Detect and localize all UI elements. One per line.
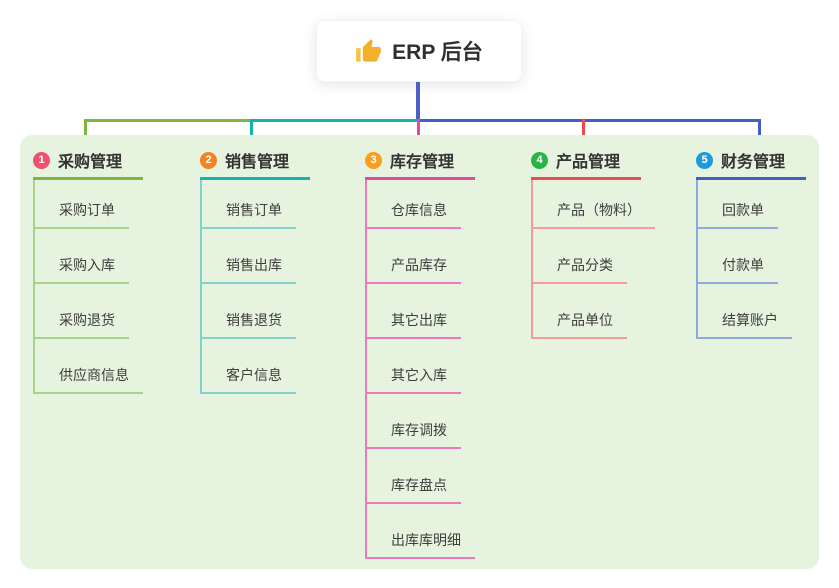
- branch-2: 2 销售管理 销售订单 销售出库 销售退货 客户信息: [200, 143, 310, 394]
- root-label: ERP 后台: [392, 41, 483, 64]
- branch-header[interactable]: 3 库存管理: [365, 143, 475, 180]
- bus-segment-1: [84, 119, 252, 122]
- branch-3: 3 库存管理 仓库信息 产品库存 其它出库 其它入库 库存调拨 库存盘点 出库库…: [365, 143, 475, 559]
- branch-label: 财务管理: [721, 154, 786, 171]
- child-node[interactable]: 回款单: [698, 180, 778, 229]
- child-node-label: 产品单位: [557, 312, 613, 328]
- child-node-label: 销售退货: [226, 312, 282, 328]
- drop-line-3: [417, 119, 420, 144]
- child-node[interactable]: 其它出库: [367, 284, 461, 339]
- child-node[interactable]: 客户信息: [202, 339, 296, 394]
- child-node[interactable]: 销售订单: [202, 180, 296, 229]
- child-node-label: 回款单: [722, 202, 764, 218]
- child-node[interactable]: 产品分类: [533, 229, 627, 284]
- child-node-label: 库存盘点: [391, 477, 447, 493]
- branch-number-badge: 2: [200, 151, 217, 169]
- root-node[interactable]: ERP 后台: [316, 20, 522, 82]
- child-node-label: 客户信息: [226, 367, 282, 383]
- branch-number-badge: 4: [531, 151, 548, 169]
- child-node[interactable]: 采购订单: [35, 180, 129, 229]
- branch-label: 采购管理: [58, 154, 123, 171]
- branch-children: 采购订单 采购入库 采购退货 供应商信息: [33, 180, 143, 394]
- branch-label: 产品管理: [556, 154, 621, 171]
- child-node-label: 产品分类: [557, 257, 613, 273]
- child-node[interactable]: 产品单位: [533, 284, 627, 339]
- branch-label: 库存管理: [390, 154, 455, 171]
- child-node[interactable]: 采购入库: [35, 229, 129, 284]
- child-node-label: 付款单: [722, 257, 764, 273]
- branch-number-badge: 3: [365, 151, 382, 169]
- bus-segment-2: [252, 119, 418, 122]
- child-node[interactable]: 其它入库: [367, 339, 461, 394]
- child-node[interactable]: 结算账户: [698, 284, 792, 339]
- bus-segment-5: [417, 119, 761, 122]
- branch-children: 产品（物料） 产品分类 产品单位: [531, 180, 655, 339]
- branch-children: 回款单 付款单 结算账户: [696, 180, 806, 339]
- child-node-label: 其它出库: [391, 312, 447, 328]
- root-connector-line: [416, 82, 420, 122]
- drop-line-2: [250, 119, 253, 144]
- child-node[interactable]: 出库库明细: [367, 504, 475, 559]
- thumbs-up-icon: [355, 38, 382, 65]
- child-node-label: 其它入库: [391, 367, 447, 383]
- branch-children: 仓库信息 产品库存 其它出库 其它入库 库存调拨 库存盘点 出库库明细: [365, 180, 475, 559]
- branch-label: 销售管理: [225, 154, 290, 171]
- child-node[interactable]: 付款单: [698, 229, 778, 284]
- child-node[interactable]: 供应商信息: [35, 339, 143, 394]
- child-node-label: 采购退货: [59, 312, 115, 328]
- child-node[interactable]: 库存调拨: [367, 394, 461, 449]
- drop-line-5: [758, 119, 761, 144]
- branch-1: 1 采购管理 采购订单 采购入库 采购退货 供应商信息: [33, 143, 143, 394]
- child-node[interactable]: 库存盘点: [367, 449, 461, 504]
- branch-number-badge: 5: [696, 151, 713, 169]
- branch-header[interactable]: 2 销售管理: [200, 143, 310, 180]
- branch-header[interactable]: 1 采购管理: [33, 143, 143, 180]
- child-node-label: 采购订单: [59, 202, 115, 218]
- child-node-label: 产品（物料）: [557, 202, 641, 218]
- branches-panel: [20, 135, 819, 569]
- child-node-label: 出库库明细: [391, 532, 461, 548]
- child-node[interactable]: 销售出库: [202, 229, 296, 284]
- child-node-label: 结算账户: [722, 312, 778, 328]
- child-node[interactable]: 采购退货: [35, 284, 129, 339]
- branch-4: 4 产品管理 产品（物料） 产品分类 产品单位: [531, 143, 655, 339]
- branch-header[interactable]: 4 产品管理: [531, 143, 641, 180]
- child-node-label: 供应商信息: [59, 367, 129, 383]
- child-node[interactable]: 仓库信息: [367, 180, 461, 229]
- branch-children: 销售订单 销售出库 销售退货 客户信息: [200, 180, 310, 394]
- child-node-label: 销售订单: [226, 202, 282, 218]
- branch-header[interactable]: 5 财务管理: [696, 143, 806, 180]
- child-node-label: 库存调拨: [391, 422, 447, 438]
- drop-line-4: [582, 119, 585, 144]
- drop-line-1: [84, 119, 87, 144]
- child-node-label: 仓库信息: [391, 202, 447, 218]
- branch-number-badge: 1: [33, 151, 50, 169]
- child-node[interactable]: 产品库存: [367, 229, 461, 284]
- child-node-label: 产品库存: [391, 257, 447, 273]
- child-node-label: 销售出库: [226, 257, 282, 273]
- branch-5: 5 财务管理 回款单 付款单 结算账户: [696, 143, 806, 339]
- child-node[interactable]: 销售退货: [202, 284, 296, 339]
- child-node-label: 采购入库: [59, 257, 115, 273]
- child-node[interactable]: 产品（物料）: [533, 180, 655, 229]
